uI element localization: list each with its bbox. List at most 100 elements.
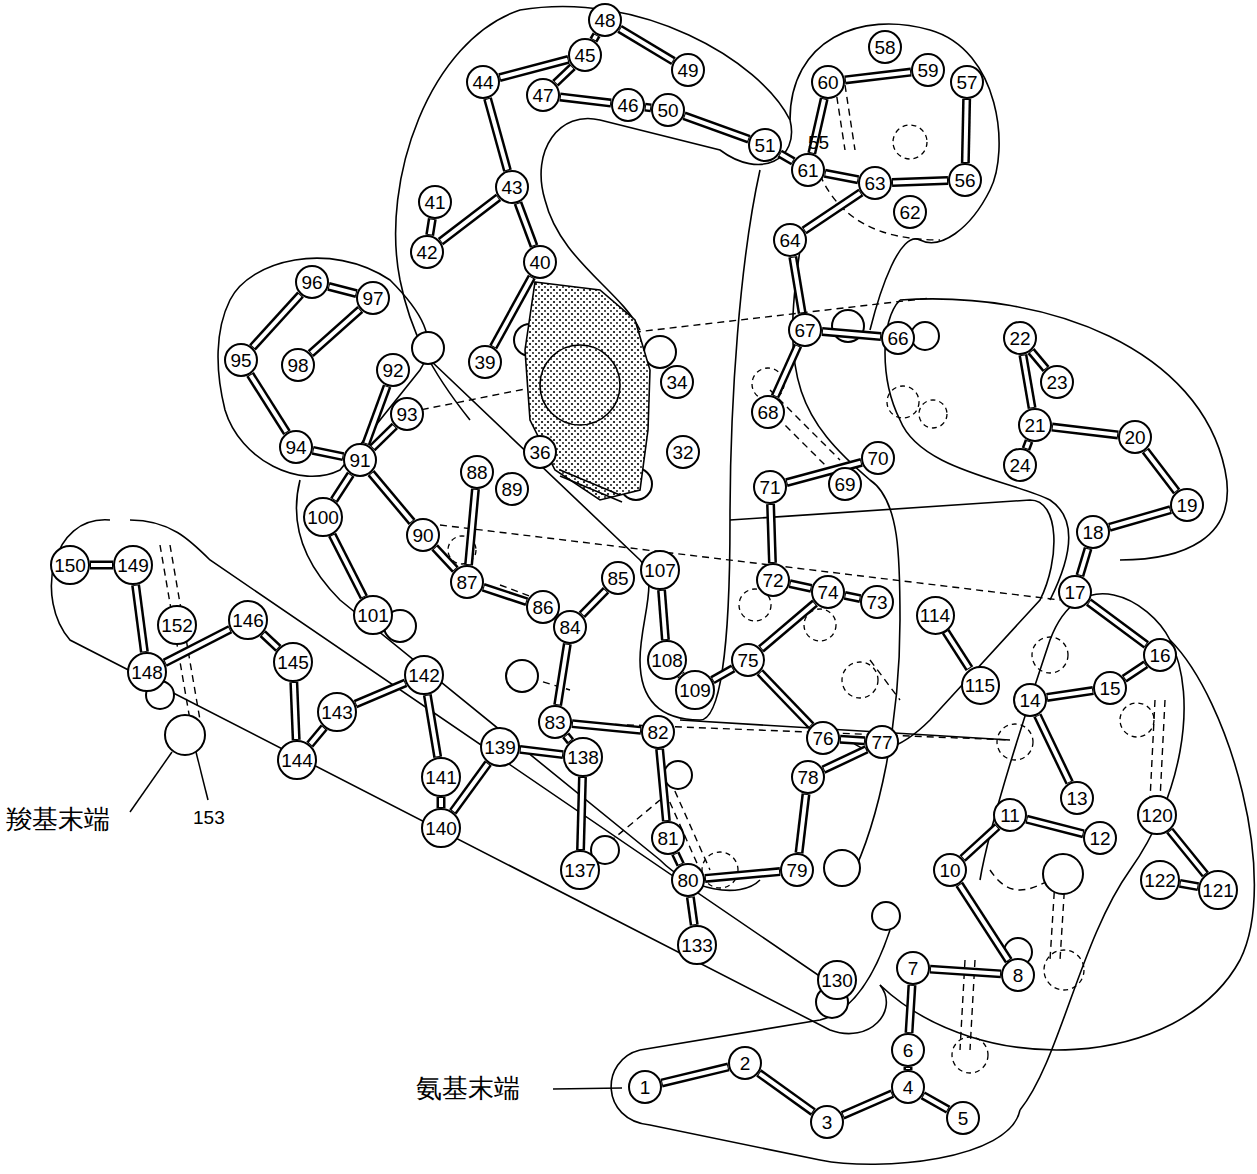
chain-bond — [825, 173, 859, 180]
residue-circle: 114 — [916, 596, 955, 635]
residue-number: 89 — [501, 480, 522, 499]
chain-bond — [252, 295, 300, 348]
chain-bond — [310, 727, 324, 744]
residue-circle: 75 — [731, 643, 765, 677]
residue-number: 46 — [617, 96, 638, 115]
terminus-label: 氨基末端 — [414, 1075, 522, 1103]
chain-bond — [775, 345, 798, 396]
residue-circle: 1 — [628, 1070, 662, 1104]
residue-circle: 81 — [651, 821, 685, 855]
residue-number: 23 — [1046, 373, 1067, 392]
chain-bond — [959, 884, 1009, 960]
residue-number: 18 — [1082, 523, 1103, 542]
residue-number: 57 — [956, 73, 977, 92]
residue-circle: 8 — [1001, 958, 1035, 992]
chain-bond — [1047, 691, 1093, 698]
residue-number: 8 — [1013, 966, 1024, 985]
residue-circle: 115 — [961, 666, 1000, 705]
residue-circle: 150 — [50, 545, 90, 585]
residue-number: 32 — [672, 443, 693, 462]
residue-number: 62 — [899, 203, 920, 222]
residue-number: 141 — [425, 768, 457, 787]
residue-circle: 16 — [1143, 638, 1177, 672]
chain-bond — [313, 450, 344, 456]
residue-number: 75 — [737, 651, 758, 670]
chain-bond — [790, 584, 812, 589]
residue-circle: 142 — [404, 655, 444, 695]
residue-number: 36 — [529, 443, 550, 462]
residue-number: 145 — [277, 653, 309, 672]
chain-bond — [620, 29, 674, 61]
chain-bond — [845, 595, 861, 598]
residue-number: 86 — [532, 598, 553, 617]
chain-bond — [572, 724, 641, 731]
residue-number: 40 — [529, 253, 550, 272]
residue-circle: 2 — [728, 1046, 762, 1080]
residue-number: 43 — [501, 178, 522, 197]
residue-number: 17 — [1064, 583, 1085, 602]
residue-circle: 98 — [281, 348, 315, 382]
residue-number: 41 — [424, 193, 445, 212]
residue-number: 94 — [285, 438, 306, 457]
residue-number: 4 — [903, 1078, 914, 1097]
chain-bond — [840, 739, 865, 741]
residue-circle: 82 — [641, 715, 675, 749]
chain-bond — [1080, 548, 1088, 575]
residue-number: 138 — [567, 748, 599, 767]
chain-bond — [965, 99, 966, 163]
residue-circle: 72 — [756, 563, 790, 597]
residue-number: 85 — [607, 569, 628, 588]
residue-number: 13 — [1066, 789, 1087, 808]
residue-number: 143 — [321, 703, 353, 722]
residue-circle: 78 — [791, 760, 825, 794]
chain-bond — [555, 67, 572, 84]
residue-circle: 57 — [950, 65, 984, 99]
chain-bond — [560, 97, 611, 103]
chain-bond — [372, 426, 395, 448]
residue-number: 149 — [117, 556, 149, 575]
chain-bond — [1026, 441, 1029, 449]
residue-number: 139 — [484, 738, 516, 757]
residue-circle: 107 — [640, 550, 680, 590]
chain-bond — [435, 547, 456, 569]
residue-number: 90 — [412, 526, 433, 545]
residue-circle: 61 — [791, 153, 825, 187]
chain-bond — [1037, 715, 1069, 782]
residue-number: 48 — [594, 11, 615, 30]
residue-number: 92 — [382, 361, 403, 380]
residue-number: 60 — [817, 73, 838, 92]
chain-bond — [660, 749, 667, 821]
callout-number: 153 — [193, 808, 225, 827]
residue-circle: 7 — [896, 951, 930, 985]
residue-number: 84 — [559, 618, 580, 637]
residue-circle: 5 — [946, 1101, 980, 1135]
residue-number: 79 — [786, 861, 807, 880]
residue-circle: 40 — [523, 245, 557, 279]
chain-bond — [1023, 355, 1032, 408]
chain-bond — [520, 749, 563, 754]
residue-circle: 141 — [421, 757, 461, 797]
chain-bond — [1026, 819, 1083, 834]
residue-number: 70 — [867, 449, 888, 468]
residue-number: 22 — [1009, 329, 1030, 348]
residue-circle: 18 — [1076, 515, 1110, 549]
chain-bond — [355, 683, 405, 704]
chain-bond — [793, 257, 802, 313]
chain-bond — [136, 585, 145, 652]
residue-number: 45 — [574, 46, 595, 65]
residue-number: 69 — [834, 475, 855, 494]
chain-bond — [581, 777, 583, 850]
residue-number: 97 — [362, 289, 383, 308]
residue-number: 39 — [474, 353, 495, 372]
residue-number: 61 — [797, 161, 818, 180]
residue-number: 15 — [1099, 679, 1120, 698]
residue-circle: 79 — [780, 853, 814, 887]
residue-number: 150 — [54, 556, 86, 575]
residue-number: 56 — [954, 171, 975, 190]
residue-circle: 80 — [671, 863, 705, 897]
residue-number: 101 — [357, 606, 389, 625]
residue-number: 24 — [1009, 456, 1030, 475]
residue-circle: 146 — [228, 600, 268, 640]
residue-circle: 143 — [317, 692, 357, 732]
residue-circle: 19 — [1170, 488, 1204, 522]
